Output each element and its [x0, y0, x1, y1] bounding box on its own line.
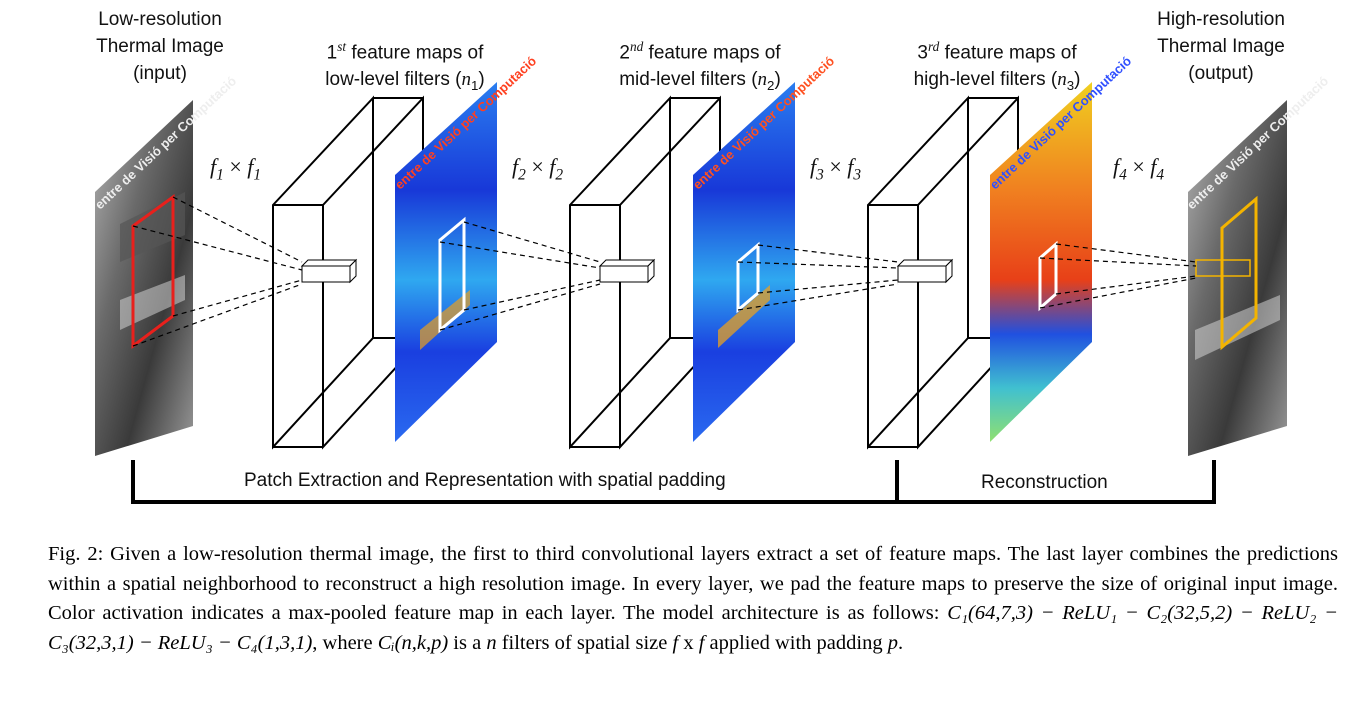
output-thermal-image: entre de Visió per Computació	[1184, 73, 1331, 456]
input-label: Low-resolution Thermal Image (input)	[96, 9, 224, 84]
layer1-feature-map: entre de Visió per Computació	[392, 53, 539, 442]
projection-lines	[132, 196, 1197, 347]
yellow-patch-box	[1220, 195, 1258, 351]
architecture-figure: entre de Visió per Computació entre de V…	[92, 53, 1331, 504]
layer1-kernel	[300, 258, 358, 284]
layer2-kernel	[598, 258, 656, 284]
kernel-size-2: f2 × f2	[512, 154, 564, 184]
reconstruction-stage-label: Reconstruction	[981, 472, 1108, 493]
layer3-feature-map: entre de Visió per Computació	[987, 53, 1134, 442]
figure-caption: Fig. 2: Given a low-resolution thermal i…	[48, 543, 1339, 654]
layer3-kernel	[896, 258, 954, 284]
layer2-feature-map: entre de Visió per Computació	[690, 53, 837, 442]
extraction-stage-label: Patch Extraction and Representation with…	[244, 470, 726, 491]
layer2-label: 2nd feature maps of mid-level filters (n…	[619, 39, 781, 94]
layer3-label: 3rd feature maps of high-level filters (…	[913, 39, 1081, 94]
layer1-label: 1st feature maps of low-level filters (n…	[325, 39, 485, 94]
kernel-size-4: f4 × f4	[1113, 154, 1165, 184]
input-thermal-image: entre de Visió per Computació	[92, 73, 239, 456]
kernel-size-1: f1 × f1	[210, 154, 262, 184]
output-label: High-resolution Thermal Image (output)	[1157, 9, 1285, 84]
kernel-size-3: f3 × f3	[810, 154, 862, 184]
stage-brackets	[131, 460, 1216, 504]
